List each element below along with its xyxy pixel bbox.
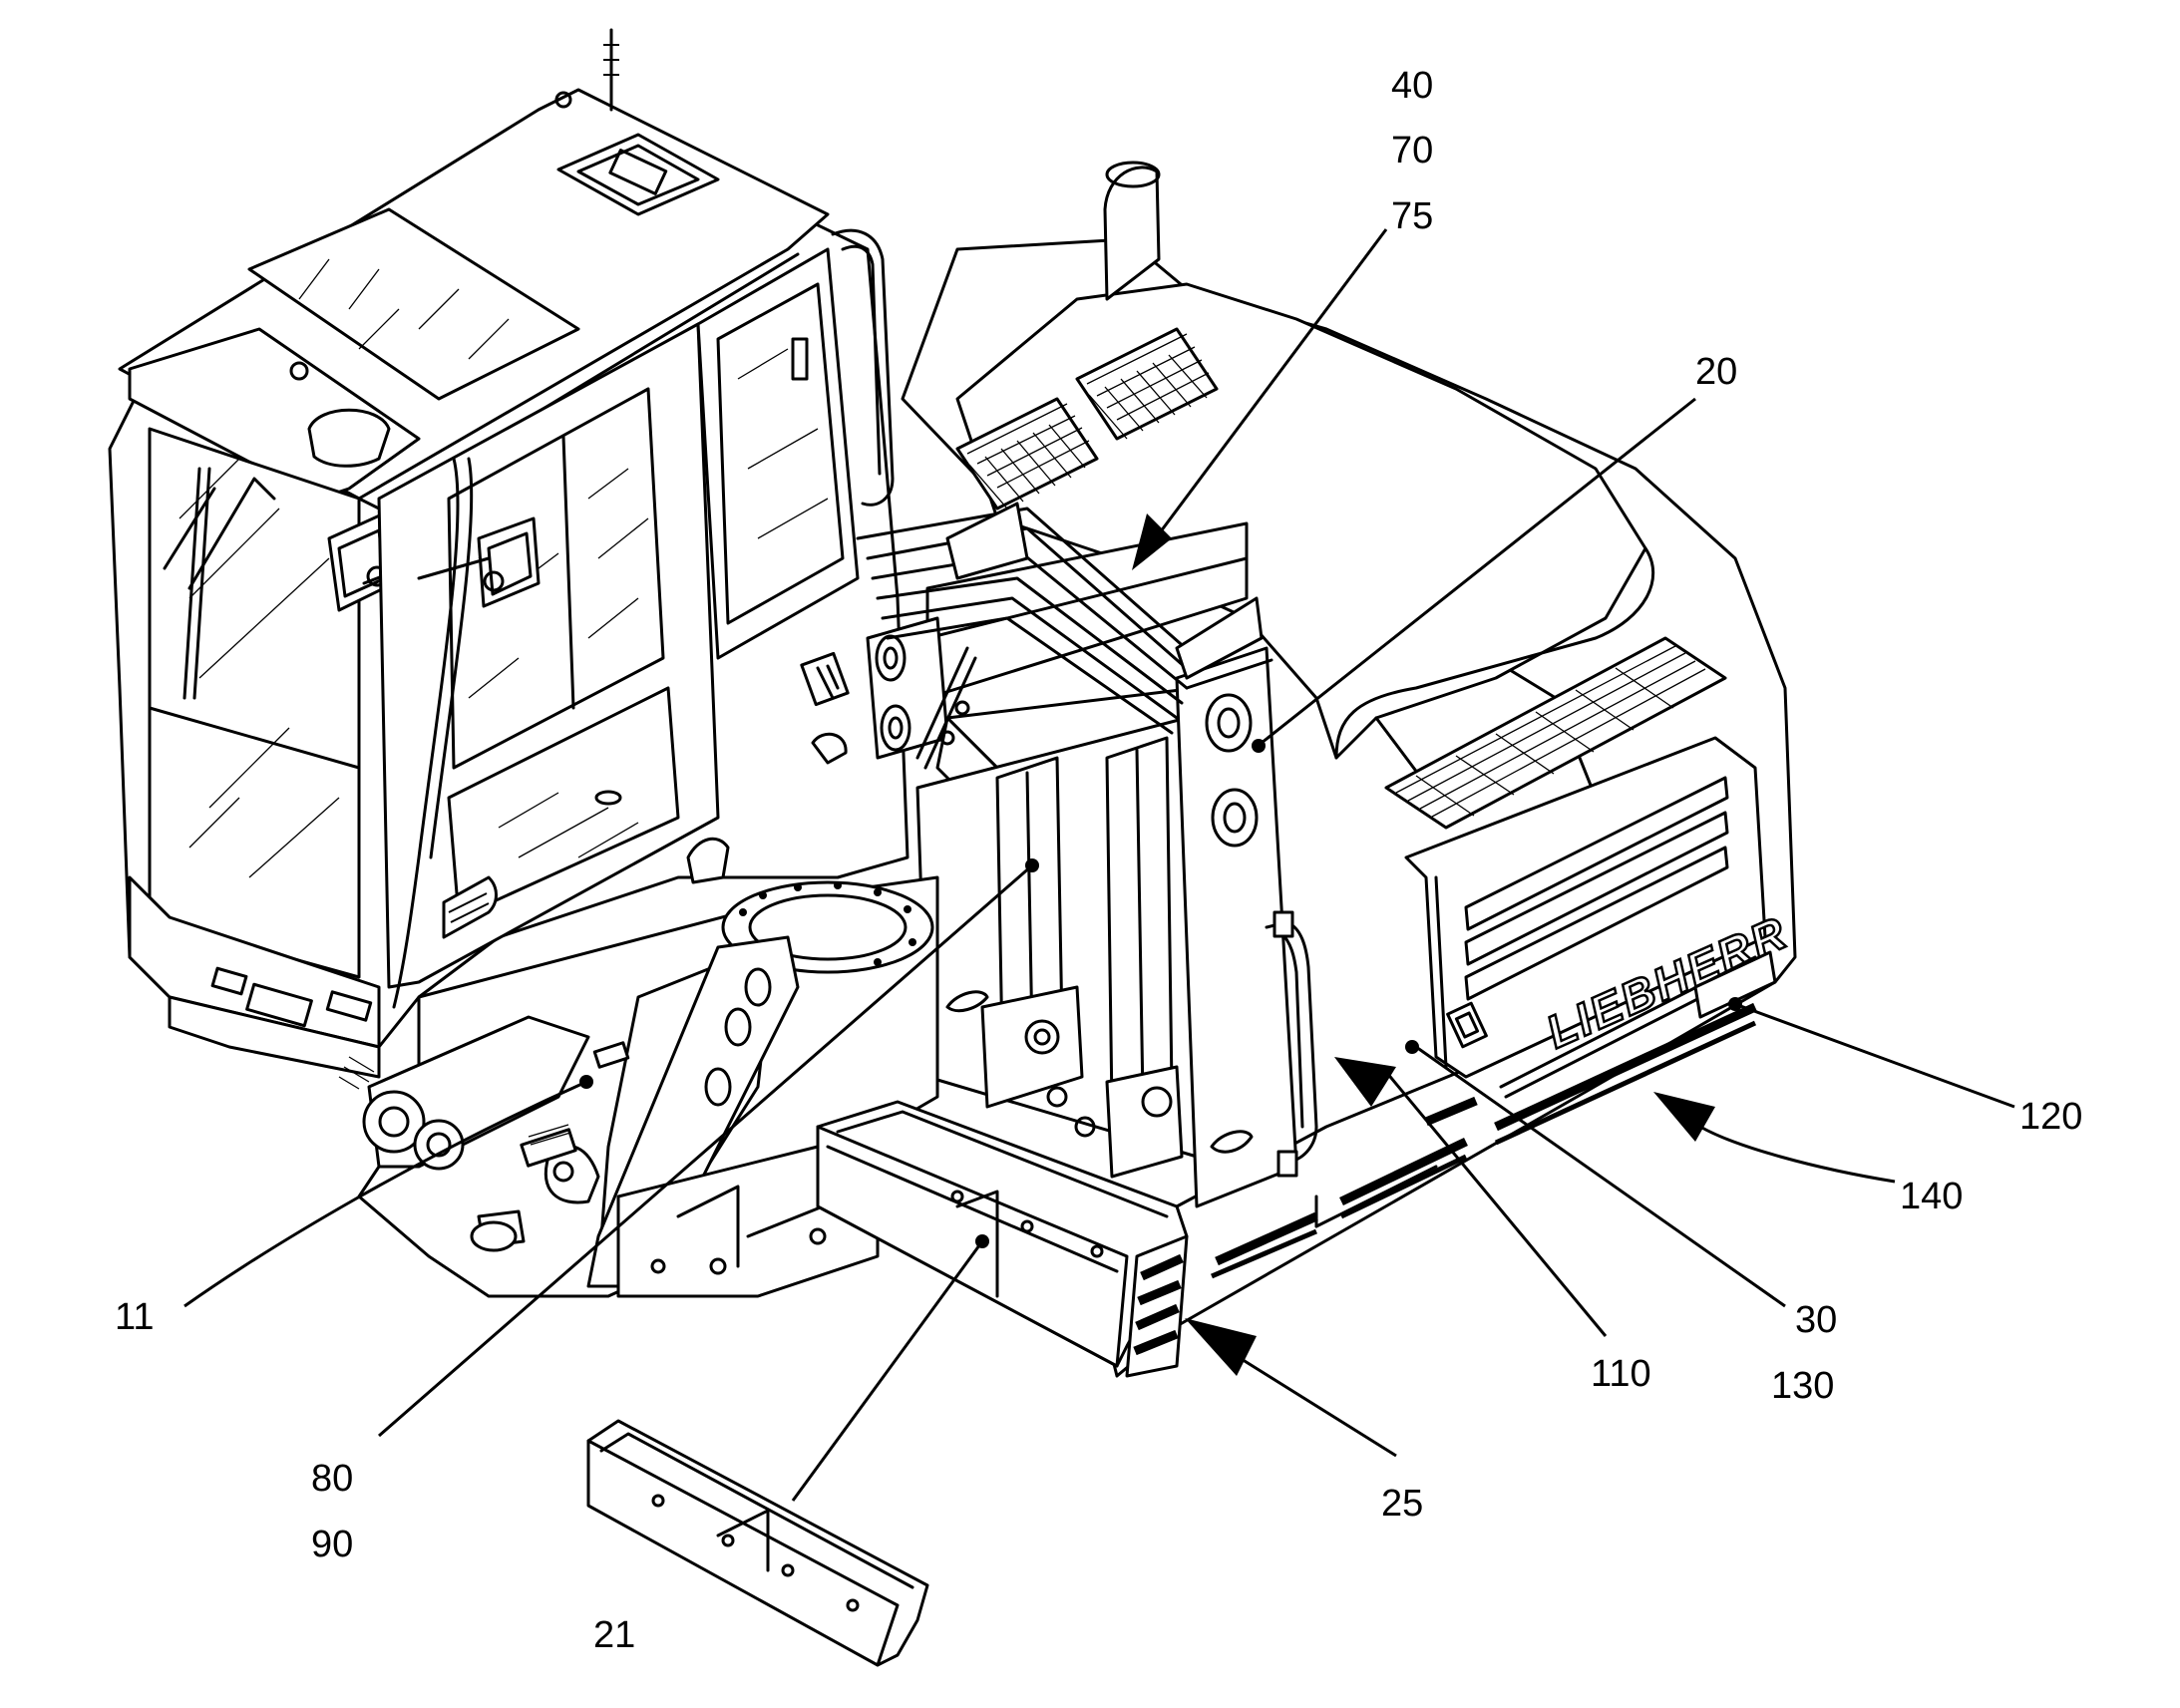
arrow-75 [1132, 513, 1172, 570]
leader-lines [183, 228, 2015, 1502]
ref-label-120: 120 [2019, 1096, 2082, 1138]
ref-label-40: 40 [1391, 65, 1433, 107]
ref-label-110: 110 [1591, 1353, 1651, 1395]
windshield-wiper [163, 467, 276, 700]
ref-label-75: 75 [1391, 195, 1433, 237]
ref-label-11: 11 [115, 1296, 154, 1338]
lower-frame [357, 837, 939, 1298]
reference-labels: 40 70 75 20 120 140 11 30 130 110 80 90 … [115, 65, 2082, 1656]
hood-vent-grille-right [1075, 327, 1219, 441]
ref-label-20: 20 [1695, 351, 1737, 393]
ref-label-90: 90 [311, 1524, 353, 1565]
ref-label-80: 80 [311, 1458, 353, 1500]
ref-label-70: 70 [1391, 130, 1433, 171]
ref-label-21: 21 [593, 1614, 635, 1656]
storage-box-installed [816, 1100, 1189, 1378]
ref-label-30: 30 [1795, 1299, 1837, 1341]
ref-label-140: 140 [1900, 1176, 1963, 1217]
operator-cab [108, 28, 909, 1090]
arrow-140 [1653, 1092, 1715, 1142]
storage-box-detached [586, 1419, 929, 1667]
ref-label-25: 25 [1381, 1483, 1423, 1525]
side-louvres [1464, 776, 1729, 1001]
hood-vent-grille-left [955, 397, 1099, 511]
front-vent-grille [1384, 636, 1727, 830]
side-stripes [1211, 1002, 1757, 1279]
arrow-110 [1334, 1057, 1396, 1107]
arrow-25 [1185, 1318, 1257, 1376]
ref-label-130: 130 [1771, 1365, 1834, 1407]
exhaust-pipe [1103, 161, 1161, 301]
